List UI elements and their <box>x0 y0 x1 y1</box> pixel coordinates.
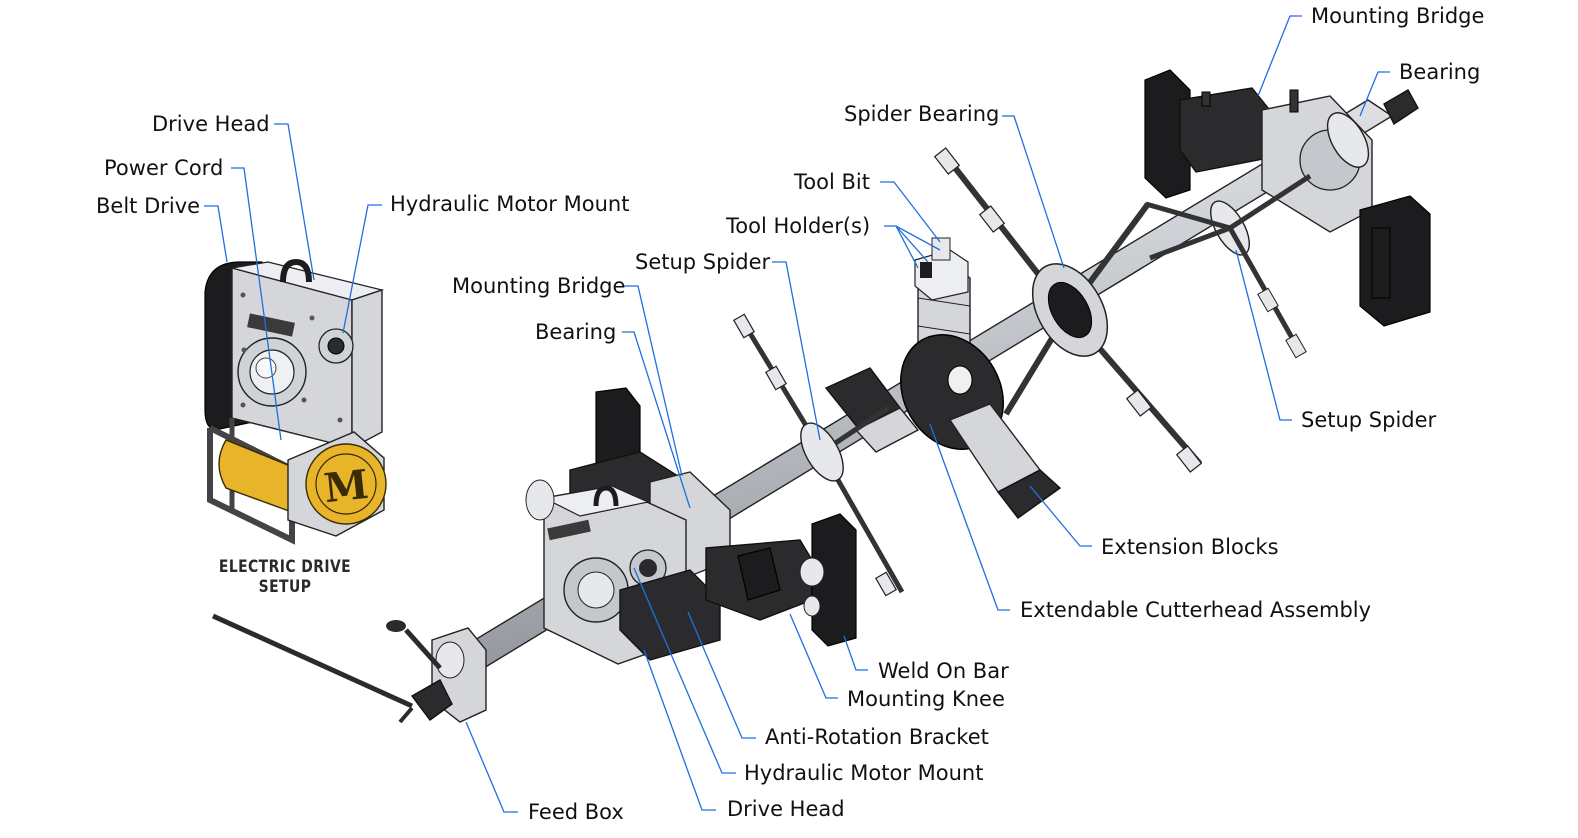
label-mounting-knee: Mounting Knee <box>847 687 1005 711</box>
label-weld-on-bar: Weld On Bar <box>878 659 1009 683</box>
label-drive-head: Drive Head <box>727 797 845 821</box>
bar-end-cap <box>1383 89 1419 126</box>
feed-box-illustration <box>211 613 487 724</box>
label-feed-box: Feed Box <box>528 800 624 824</box>
right-setup-spider <box>1145 173 1312 359</box>
label-spider-bearing: Spider Bearing <box>844 102 1000 126</box>
label-bearing-left: Bearing <box>535 320 617 344</box>
label-anti-rotation-bracket: Anti-Rotation Bracket <box>765 725 989 749</box>
left-setup-spider <box>732 313 905 597</box>
leader-lines <box>204 15 1390 813</box>
svg-text:M: M <box>322 461 371 512</box>
electric-drive-illustration: M <box>204 258 387 545</box>
label-electric-drive-head: Drive Head <box>152 112 270 136</box>
label-electric-hydraulic-motor-mount: Hydraulic Motor Mount <box>390 192 630 216</box>
label-extension-blocks: Extension Blocks <box>1101 535 1279 559</box>
label-hydraulic-motor-mount: Hydraulic Motor Mount <box>744 761 984 785</box>
main-drive-head-illustration <box>525 387 857 665</box>
electric-drive-head-side <box>351 289 383 450</box>
label-bearing-right: Bearing <box>1399 60 1481 84</box>
right-mount-illustration <box>1144 69 1431 327</box>
label-power-cord: Power Cord <box>104 156 224 180</box>
label-setup-spider-left: Setup Spider <box>635 250 771 274</box>
label-belt-drive: Belt Drive <box>96 194 201 218</box>
label-tool-holders: Tool Holder(s) <box>726 214 871 238</box>
label-extendable-cutterhead: Extendable Cutterhead Assembly <box>1020 598 1372 622</box>
label-mounting-bridge-right: Mounting Bridge <box>1311 4 1485 28</box>
label-setup-spider-right: Setup Spider <box>1301 408 1437 432</box>
electric-drive-setup-caption: ELECTRIC DRIVE SETUP <box>218 557 352 597</box>
label-mounting-bridge-left: Mounting Bridge <box>452 274 626 298</box>
spider-bearing-group <box>933 147 1203 473</box>
label-tool-bit: Tool Bit <box>794 170 870 194</box>
